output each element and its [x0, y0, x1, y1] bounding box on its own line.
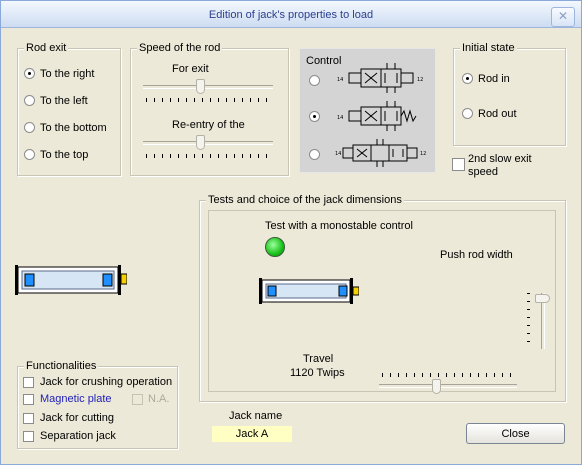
svg-text:12: 12	[420, 151, 426, 157]
push-rod-width-label: Push rod width	[440, 249, 513, 261]
control-option-2-radio[interactable]	[309, 111, 320, 122]
svg-text:14: 14	[337, 77, 343, 83]
jack-name-field[interactable]: Jack A	[212, 426, 292, 442]
jack-name-label: Jack name	[229, 410, 283, 422]
exit-speed-thumb[interactable]	[196, 79, 205, 94]
travel-thumb[interactable]	[432, 379, 441, 394]
functionalities-group: Functionalities	[17, 360, 178, 449]
functionalities-legend: Functionalities	[24, 360, 99, 372]
rod-in-label[interactable]: Rod in	[478, 73, 510, 85]
travel-value: 1120 Twips	[290, 367, 345, 379]
rod-exit-right-label[interactable]: To the right	[40, 68, 95, 80]
svg-text:14: 14	[335, 151, 341, 157]
rod-exit-left-radio[interactable]	[24, 95, 35, 106]
jack-preview-icon	[15, 265, 127, 295]
jack-cylinder-icon	[259, 278, 359, 304]
push-rod-ticks	[527, 293, 530, 347]
tests-legend: Tests and choice of the jack dimensions	[206, 194, 404, 206]
svg-text:14: 14	[337, 115, 343, 121]
control-option-3-radio[interactable]	[309, 149, 320, 160]
valve-5-2-spring-icon: 14	[337, 101, 417, 131]
rod-exit-bottom-radio[interactable]	[24, 122, 35, 133]
rod-exit-group: Rod exit	[17, 42, 121, 176]
magnetic-plate-label[interactable]: Magnetic plate	[40, 393, 112, 405]
na-checkbox	[132, 394, 143, 405]
slow-exit-label-line2[interactable]: speed	[468, 166, 498, 178]
reentry-speed-track	[143, 141, 273, 145]
separation-label[interactable]: Separation jack	[40, 430, 116, 442]
cutting-checkbox[interactable]	[23, 413, 34, 424]
rod-exit-top-label[interactable]: To the top	[40, 149, 89, 161]
tests-group: Tests and choice of the jack dimensions	[199, 194, 566, 402]
control-option-1-radio[interactable]	[309, 75, 320, 86]
rod-out-label[interactable]: Rod out	[478, 108, 517, 120]
slow-exit-label-line1[interactable]: 2nd slow exit	[468, 153, 532, 165]
tests-inner-panel	[208, 210, 556, 392]
reentry-speed-thumb[interactable]	[196, 135, 205, 150]
rod-exit-right-radio[interactable]	[24, 68, 35, 79]
speed-group: Speed of the rod	[130, 42, 289, 176]
close-window-icon[interactable]: ✕	[551, 7, 575, 27]
crushing-label[interactable]: Jack for crushing operation	[40, 376, 173, 388]
window-title: Edition of jack's properties to load	[208, 9, 374, 21]
reentry-speed-ticks	[146, 154, 272, 158]
push-rod-track	[541, 293, 545, 349]
rod-exit-bottom-label[interactable]: To the bottom	[40, 122, 107, 134]
cutting-label[interactable]: Jack for cutting	[40, 412, 114, 424]
travel-label: Travel	[303, 353, 334, 365]
control-panel	[299, 48, 436, 173]
magnetic-plate-checkbox[interactable]	[23, 394, 34, 405]
rod-exit-left-label[interactable]: To the left	[40, 95, 88, 107]
speed-legend: Speed of the rod	[137, 42, 223, 54]
rod-exit-legend: Rod exit	[24, 42, 69, 54]
rod-in-radio[interactable]	[462, 73, 473, 84]
valve-5-2-double-icon: 14 12	[337, 63, 423, 93]
exit-speed-label: For exit	[172, 63, 209, 75]
crushing-checkbox[interactable]	[23, 377, 34, 388]
initial-state-legend: Initial state	[460, 42, 517, 54]
control-legend: Control	[306, 55, 342, 67]
rod-exit-top-radio[interactable]	[24, 149, 35, 160]
na-label: N.A.	[148, 393, 170, 405]
test-indicator-light[interactable]	[265, 237, 285, 257]
svg-text:12: 12	[417, 77, 423, 83]
push-rod-thumb[interactable]	[535, 294, 550, 303]
valve-5-3-icon: 14 12	[335, 139, 426, 167]
slow-exit-checkbox[interactable]	[452, 158, 465, 171]
travel-ticks	[382, 373, 516, 377]
rod-out-radio[interactable]	[462, 108, 473, 119]
initial-state-group: Initial state	[453, 42, 566, 146]
exit-speed-ticks	[146, 98, 272, 102]
monostable-test-label: Test with a monostable control	[265, 220, 413, 232]
travel-track	[379, 384, 517, 388]
separation-checkbox[interactable]	[23, 431, 34, 442]
exit-speed-track	[143, 85, 273, 89]
reentry-speed-label: Re-entry of the	[172, 119, 245, 131]
close-button[interactable]: Close	[466, 423, 565, 444]
title-bar: Edition of jack's properties to load ✕	[1, 1, 581, 28]
